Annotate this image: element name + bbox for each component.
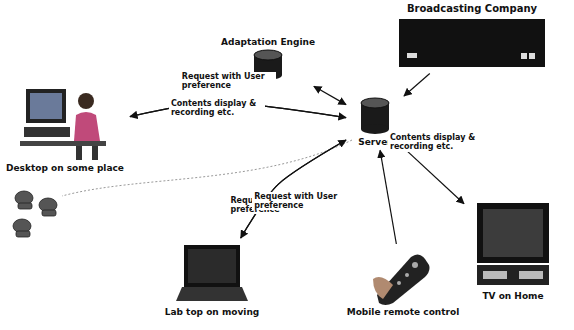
small-devices [13,191,57,237]
device-icon [176,243,248,305]
node-label: Broadcasting Company [407,3,537,15]
device-icon [360,97,390,135]
node-label: Desktop on some place [6,163,124,173]
device-node: Mobile remote control [343,246,464,318]
device-icon [397,17,547,69]
connector-arrow [404,74,430,96]
device-node: Broadcasting Company [392,2,552,72]
node-label: Mobile remote control [347,307,460,317]
device-icon [371,249,435,305]
node-label: Lab top on moving [165,307,260,317]
device-node: Desktop on some place [2,80,128,174]
device-icon [20,83,110,161]
device-node: TV on Home [466,196,560,302]
node-label: TV on Home [482,291,543,301]
connector-arrow [380,150,396,244]
connector-arrow [404,148,464,204]
connector-arrow [241,140,346,238]
device-icon [473,199,553,289]
edge-label: Contents display & recording etc. [388,133,484,151]
connector-arrow [314,86,346,104]
node-label: Server [358,137,391,147]
node-label: Adaptation Engine [221,37,315,47]
device-node: Lab top on moving [160,240,264,318]
edge-label: Contents display & recording etc. [169,99,265,117]
edge-label: Request with User preference [180,72,276,90]
edge-label: Request with User preference [252,192,348,210]
connector-arrow [241,140,346,238]
